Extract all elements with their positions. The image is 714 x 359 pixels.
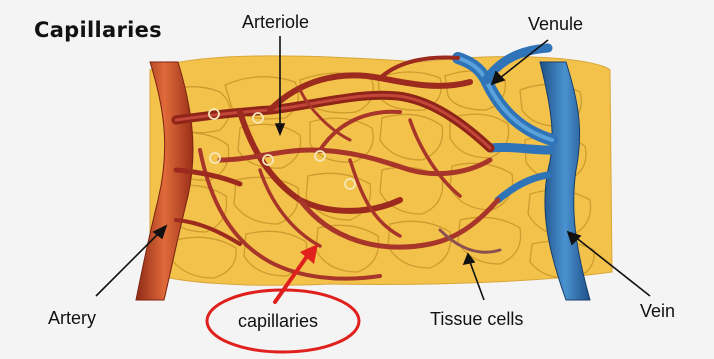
diagram-title: Capillaries (34, 18, 162, 42)
tissue-cells-label: Tissue cells (430, 309, 523, 330)
venule-label: Venule (528, 14, 583, 35)
tissue-cells-area (150, 56, 612, 285)
artery-label: Artery (48, 308, 96, 329)
vein-label: Vein (640, 301, 675, 322)
arteriole-label: Arteriole (242, 12, 309, 33)
capillaries-label: capillaries (238, 311, 318, 332)
